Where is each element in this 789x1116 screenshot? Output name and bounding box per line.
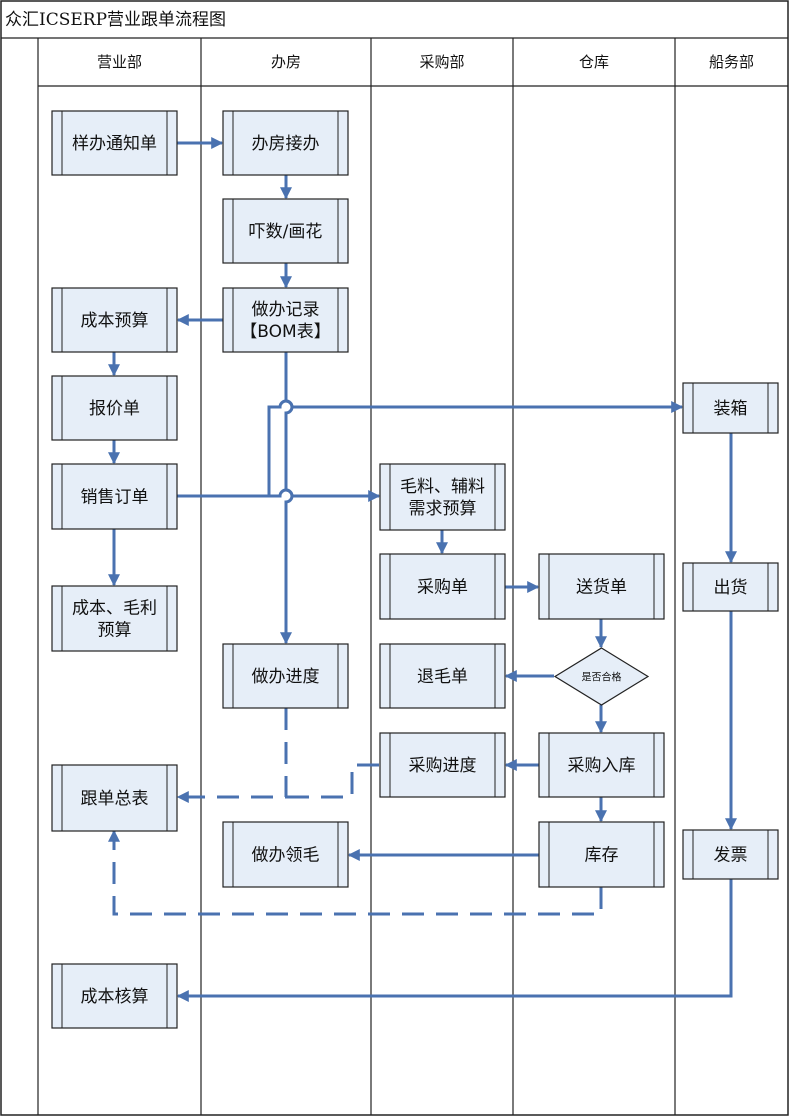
- node-material-budget-label-1: 毛料、辅料: [400, 477, 485, 497]
- node-cost-accounting-box: [51, 963, 178, 1029]
- node-shipment-label-1: 出货: [714, 578, 748, 598]
- node-purchase-progress-box: [379, 732, 506, 798]
- node-purchase-order: 采购单: [379, 553, 506, 620]
- diagram-title: 众汇ICSERP营业跟单流程图: [5, 10, 226, 30]
- node-sample-progress-box: [222, 643, 349, 709]
- node-invoice-box: [682, 829, 779, 880]
- node-tracking-summary: 跟单总表: [51, 764, 178, 832]
- node-sample-record: 做办记录【BOM表】: [222, 287, 349, 353]
- node-purchase-inbound-label-1: 采购入库: [568, 756, 636, 776]
- node-cost-budget-box: [51, 287, 178, 353]
- arrow-invoice-to-accounting: [176, 879, 733, 1002]
- connectors: [108, 137, 737, 1002]
- node-tracking-summary-label-1: 跟单总表: [81, 789, 149, 809]
- lane-header-purchase: 采购部: [419, 53, 464, 71]
- node-profit-budget-label-1: 成本、毛利: [72, 599, 157, 619]
- node-profit-budget-label-2: 预算: [98, 621, 132, 641]
- node-inventory: 库存: [538, 821, 665, 888]
- lane-header-warehouse: 仓库: [579, 53, 609, 71]
- node-sales-order: 销售订单: [51, 463, 178, 530]
- node-sales-order-label-1: 销售订单: [81, 488, 149, 508]
- node-delivery-note-label-1: 送货单: [576, 578, 627, 598]
- dash-progress-to-summary: [176, 708, 288, 803]
- node-sample-progress: 做办进度: [222, 643, 349, 709]
- node-delivery-note: 送货单: [538, 553, 665, 620]
- node-sample-receive-box: [222, 110, 349, 176]
- node-qc-decision: 是否合格: [553, 647, 650, 706]
- node-cost-budget: 成本预算: [51, 287, 178, 353]
- node-purchase-progress: 采购进度: [379, 732, 506, 798]
- node-quotation-label-1: 报价单: [89, 399, 140, 419]
- lane-header-sample: 办房: [271, 53, 301, 71]
- node-sample-material-label-1: 做办领毛: [252, 846, 320, 866]
- node-sample-notice-box: [51, 110, 178, 176]
- node-sales-order-box: [51, 463, 178, 530]
- node-inventory-box: [538, 821, 665, 888]
- node-purchase-inbound: 采购入库: [538, 732, 665, 798]
- dash-purchase-progress-to-summary: [286, 763, 379, 799]
- arrow-order-to-material: [177, 488, 381, 502]
- node-cost-budget-label-1: 成本预算: [81, 311, 149, 331]
- node-sample-notice-label-1: 样办通知单: [72, 134, 157, 154]
- node-sample-receive-label-1: 办房接办: [252, 134, 320, 154]
- node-qc-decision-shape: [553, 647, 650, 706]
- node-sample-record-label-1: 做办记录: [252, 300, 320, 320]
- node-packing-box: [682, 382, 779, 434]
- node-return-note: 退毛单: [379, 643, 506, 709]
- lane-header-shipping: 船务部: [709, 53, 754, 71]
- node-sample-material: 做办领毛: [222, 821, 349, 888]
- node-shipment: 出货: [682, 562, 779, 612]
- dashed-connectors: [108, 708, 603, 916]
- node-qc-decision-label: 是否合格: [582, 671, 622, 684]
- node-material-budget-box: [379, 463, 506, 531]
- node-purchase-order-box: [379, 553, 506, 620]
- node-profit-budget-box: [51, 585, 178, 652]
- node-sample-receive: 办房接办: [222, 110, 349, 176]
- arrow-order-to-packing: [177, 399, 684, 498]
- node-material-budget-label-2: 需求预算: [409, 499, 477, 519]
- node-purchase-inbound-box: [538, 732, 665, 798]
- node-sample-material-box: [222, 821, 349, 888]
- node-tracking-summary-box: [51, 764, 178, 832]
- node-return-note-box: [379, 643, 506, 709]
- node-measure-draw-label-1: 吓数/画花: [249, 222, 323, 242]
- node-quotation-box: [51, 375, 178, 441]
- node-cost-accounting-label-1: 成本核算: [81, 987, 149, 1007]
- node-inventory-label-1: 库存: [585, 846, 619, 866]
- node-quotation: 报价单: [51, 375, 178, 441]
- node-invoice: 发票: [682, 829, 779, 880]
- node-return-note-label-1: 退毛单: [417, 667, 468, 687]
- node-sample-notice: 样办通知单: [51, 110, 178, 176]
- node-cost-accounting: 成本核算: [51, 963, 178, 1029]
- node-measure-draw-box: [222, 198, 349, 264]
- node-sample-progress-label-1: 做办进度: [252, 667, 320, 687]
- node-delivery-note-box: [538, 553, 665, 620]
- node-invoice-label-1: 发票: [714, 846, 748, 866]
- node-purchase-order-label-1: 采购单: [417, 578, 468, 598]
- node-sample-record-label-2: 【BOM表】: [240, 322, 330, 342]
- node-purchase-progress-label-1: 采购进度: [409, 756, 477, 776]
- lane-header-sales: 营业部: [97, 53, 142, 71]
- node-sample-record-box: [222, 287, 349, 353]
- node-measure-draw: 吓数/画花: [222, 198, 349, 264]
- node-packing: 装箱: [682, 382, 779, 434]
- node-shipment-box: [682, 562, 779, 612]
- dash-inventory-to-summary: [108, 829, 603, 916]
- node-packing-label-1: 装箱: [714, 399, 748, 419]
